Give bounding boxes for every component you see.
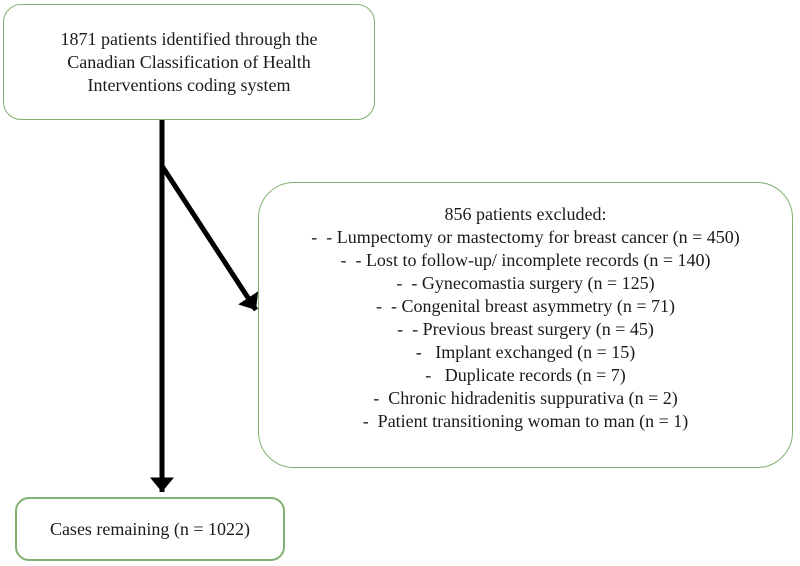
excluded-item: - - Lost to follow-up/ incomplete record… [340, 250, 711, 270]
branch-arrow [159, 164, 259, 312]
identified-box-line: Canadian Classification of Health [67, 51, 311, 72]
excluded-item: - Duplicate records (n = 7) [425, 365, 626, 385]
remaining-box-label: Cases remaining (n = 1022) [49, 518, 251, 539]
excluded-item: - Patient transitioning woman to man (n … [362, 411, 689, 431]
excluded-item: - - Previous breast surgery (n = 45) [397, 319, 654, 339]
identified-box-line: 1871 patients identified through the [60, 28, 318, 49]
excluded-item: - - Congenital breast asymmetry (n = 71) [375, 296, 676, 316]
remaining-box: Cases remaining (n = 1022) [15, 497, 285, 561]
excluded-item: - - Gynecomastia surgery (n = 125) [396, 273, 655, 293]
excluded-item: - - Lumpectomy or mastectomy for breast … [311, 227, 740, 247]
excluded-item: - Implant exchanged (n = 15) [415, 342, 636, 362]
excluded-box: 856 patients excluded: - - Lumpectomy or… [258, 182, 793, 468]
excluded-item: - Chronic hidradenitis suppurativa (n = … [373, 388, 678, 408]
identified-box-line: Interventions coding system [87, 74, 291, 95]
excluded-box-title: 856 patients excluded: [444, 204, 607, 224]
excluded-box-list: - - Lumpectomy or mastectomy for breast … [259, 226, 792, 433]
